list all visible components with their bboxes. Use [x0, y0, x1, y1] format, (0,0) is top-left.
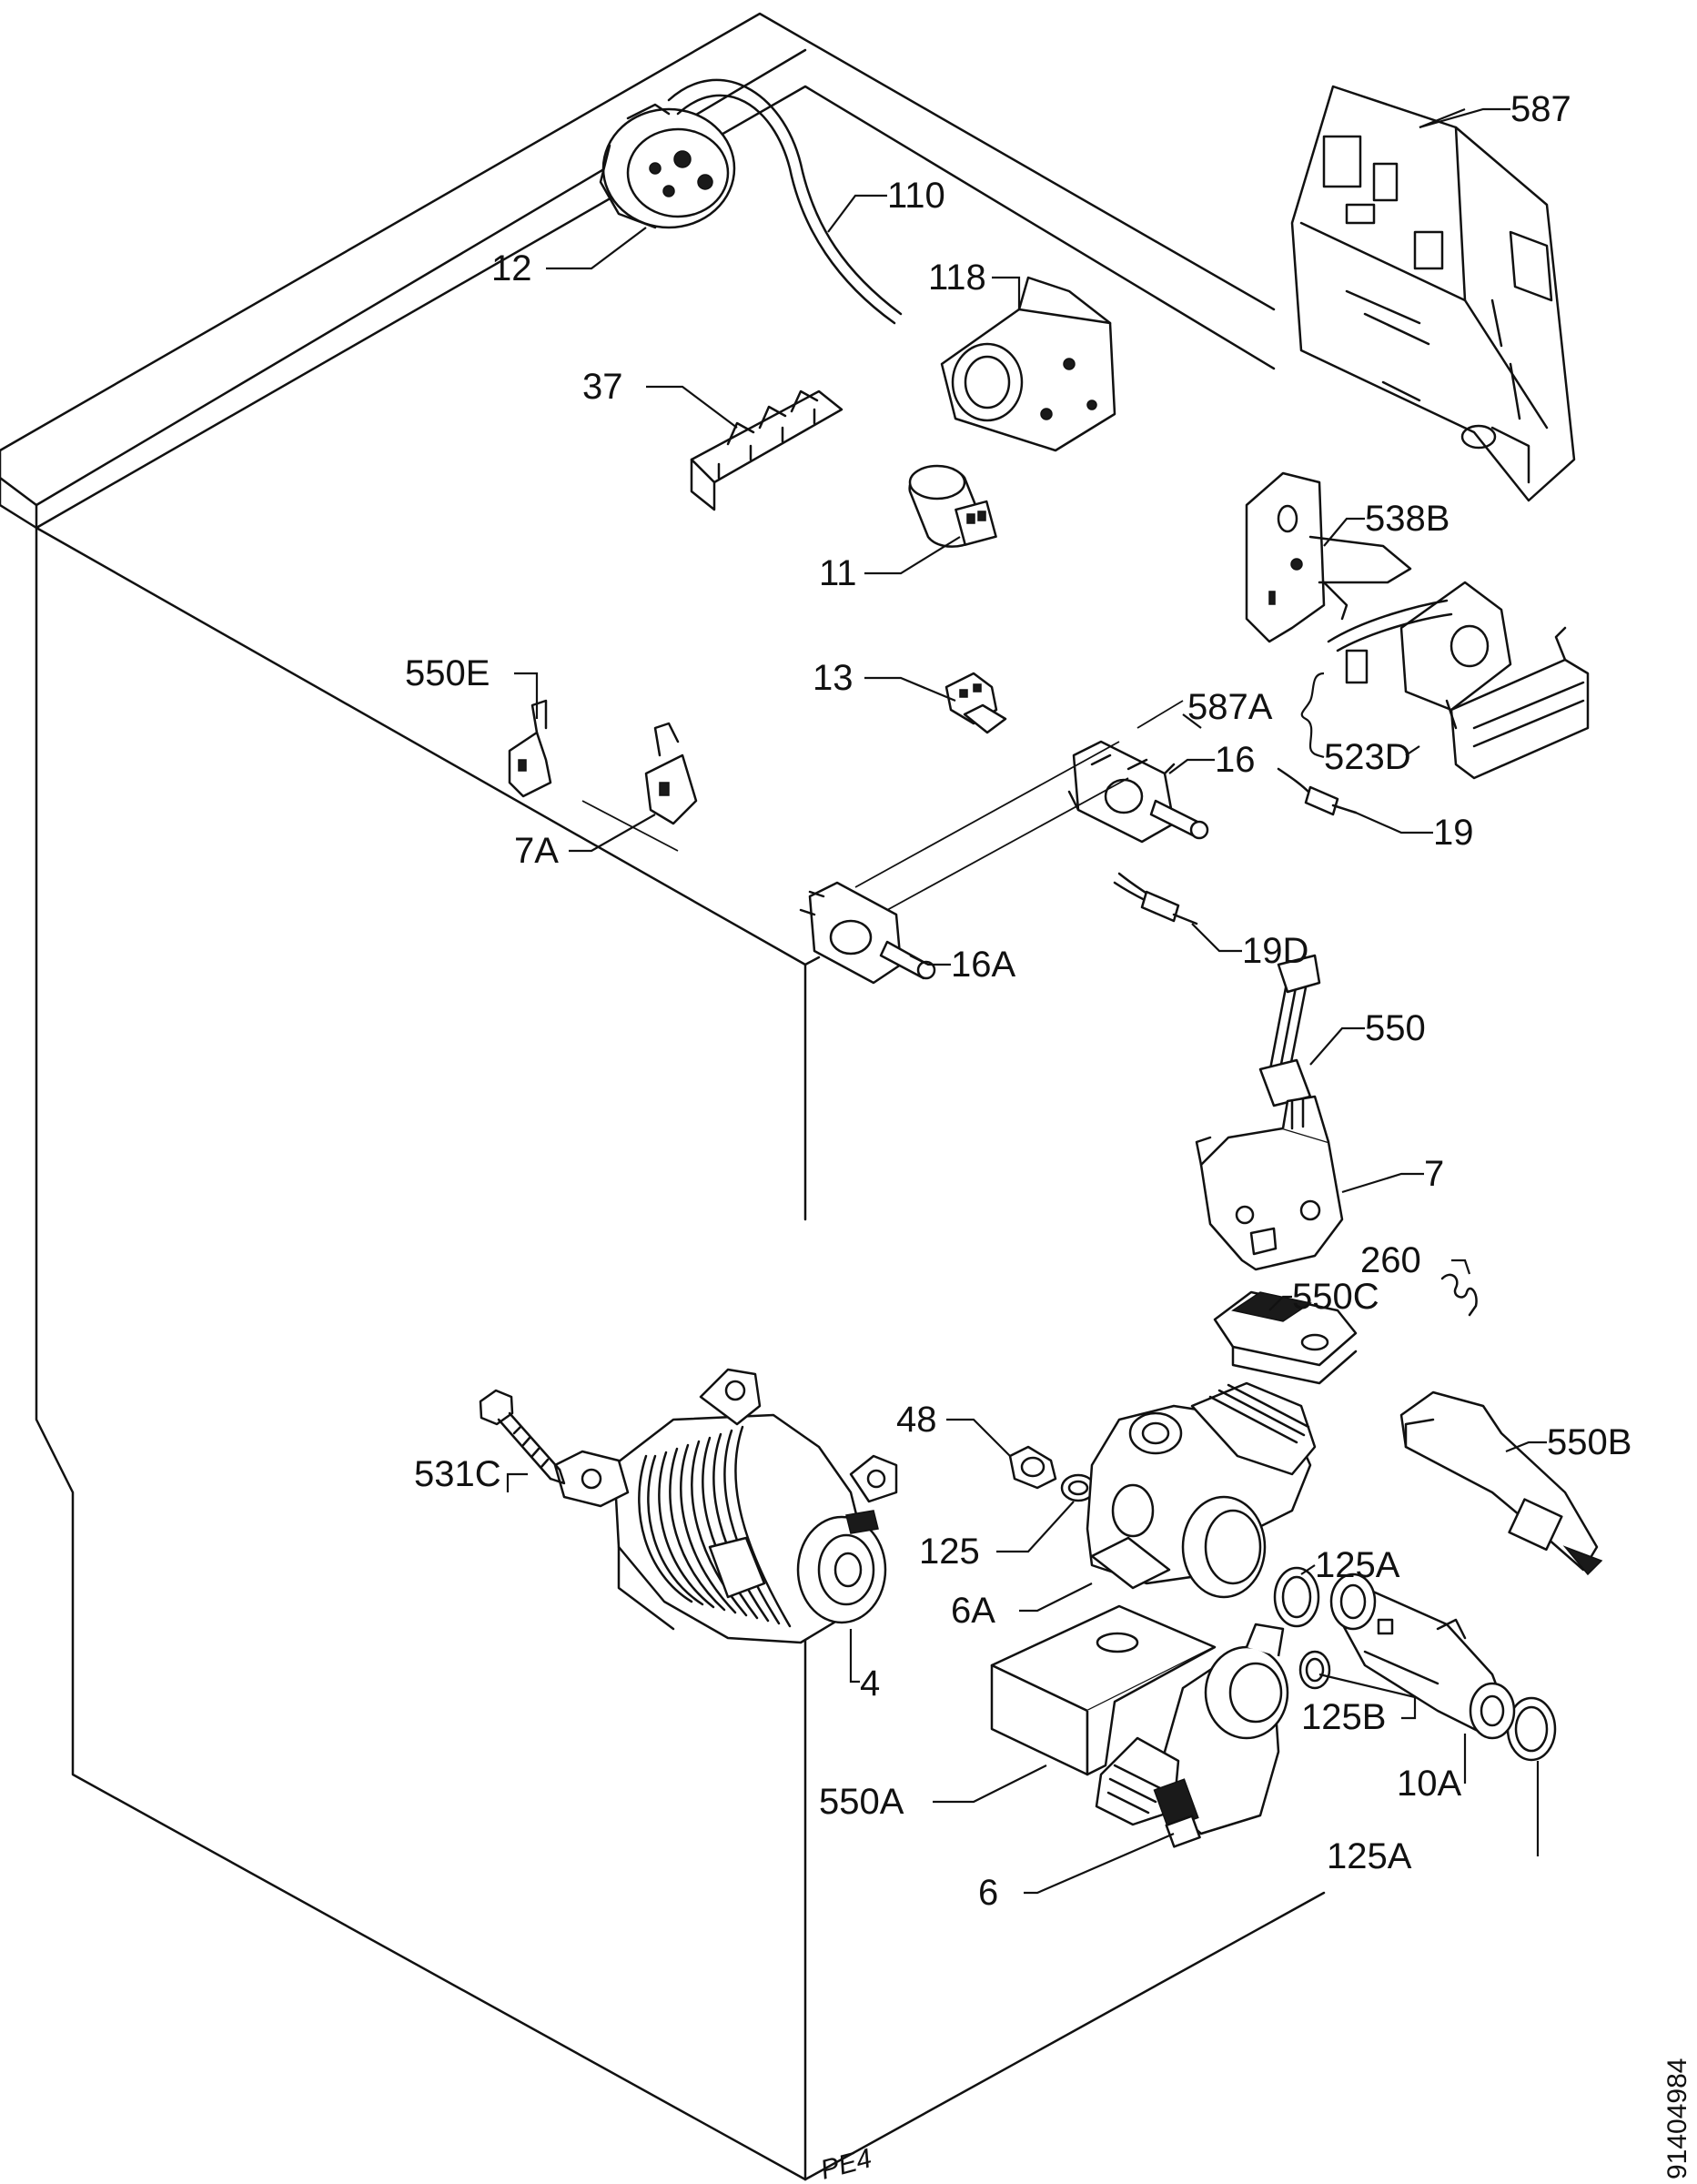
label-48: 48: [896, 1400, 937, 1440]
label-125A-lower: 125A: [1327, 1836, 1412, 1876]
label-550C: 550C: [1292, 1277, 1379, 1317]
guide-line: [1136, 700, 1184, 729]
hose-110: [667, 78, 903, 325]
label-531C: 531C: [414, 1454, 501, 1494]
spring-260: [1440, 1273, 1478, 1317]
capacitor-11: [908, 464, 997, 548]
label-550B: 550B: [1547, 1422, 1631, 1462]
bolt-531C: [479, 1389, 566, 1485]
label-550E: 550E: [405, 653, 490, 693]
gasket-125A-upper: [1273, 1566, 1320, 1628]
microswitch-7A: [644, 722, 698, 825]
electronic-board-587: [1290, 85, 1576, 502]
plug-48: [1008, 1445, 1057, 1490]
label-538B: 538B: [1365, 499, 1450, 539]
connector-13: [944, 672, 1007, 734]
label-587A: 587A: [1187, 687, 1273, 727]
leader-lines: [506, 107, 1547, 1895]
label-125: 125: [919, 1532, 980, 1572]
timer-118: [940, 276, 1116, 452]
label-16: 16: [1215, 740, 1256, 780]
guide-line: [854, 741, 1120, 888]
switch-16: [1067, 740, 1209, 844]
pressure-switch-12: [599, 103, 736, 229]
bracket-538B: [1245, 471, 1412, 643]
switch-16A: [799, 881, 936, 985]
filter-10A: [1329, 1572, 1516, 1740]
label-587: 587: [1510, 89, 1571, 129]
motor-4: [553, 1368, 898, 1644]
drawing-code: 91404984: [1662, 2058, 1692, 2179]
label-13: 13: [813, 658, 854, 698]
gasket-125: [1060, 1473, 1096, 1502]
label-125A-upper: 125A: [1315, 1545, 1400, 1585]
label-6: 6: [978, 1873, 998, 1913]
cabinet-outline: [0, 12, 1326, 2181]
guide-line: [581, 800, 679, 852]
pump-housing-6A: [1086, 1381, 1317, 1599]
label-550A: 550A: [819, 1782, 904, 1822]
door-lock-7: [1195, 1095, 1344, 1271]
part-labels: 587 110 12 118 37 538B 11 13 550E 587A 1…: [405, 89, 1631, 1913]
label-4: 4: [860, 1663, 880, 1704]
gasket-125A-lower: [1506, 1696, 1557, 1762]
cover-plate-550A: [990, 1604, 1217, 1776]
label-523D: 523D: [1324, 737, 1411, 777]
label-37: 37: [582, 367, 623, 407]
slider-550B: [1399, 1390, 1603, 1576]
bracket-550E: [508, 699, 552, 798]
module-523D: [1327, 581, 1590, 780]
wire-harness-550: [1258, 954, 1321, 1107]
label-16A: 16A: [951, 945, 1015, 985]
label-10A: 10A: [1397, 1764, 1461, 1804]
drain-pump-6: [1095, 1623, 1289, 1848]
label-19D: 19D: [1242, 931, 1308, 971]
label-550: 550: [1365, 1008, 1426, 1048]
label-7A: 7A: [514, 831, 559, 871]
label-12: 12: [491, 248, 532, 288]
label-7: 7: [1424, 1154, 1444, 1194]
terminal-block-37: [690, 389, 843, 511]
guide-line: [886, 777, 1129, 911]
corner-mark: PE4: [817, 2143, 874, 2184]
gasket-125B: [1298, 1650, 1331, 1690]
label-11: 11: [819, 553, 857, 593]
label-19: 19: [1433, 813, 1474, 853]
sensor-19: [1277, 767, 1358, 816]
label-118: 118: [928, 258, 986, 298]
label-125B: 125B: [1301, 1697, 1386, 1737]
label-260: 260: [1360, 1240, 1421, 1280]
sensor-19D: [1113, 872, 1198, 925]
label-6A: 6A: [951, 1591, 995, 1631]
label-110: 110: [887, 176, 945, 216]
